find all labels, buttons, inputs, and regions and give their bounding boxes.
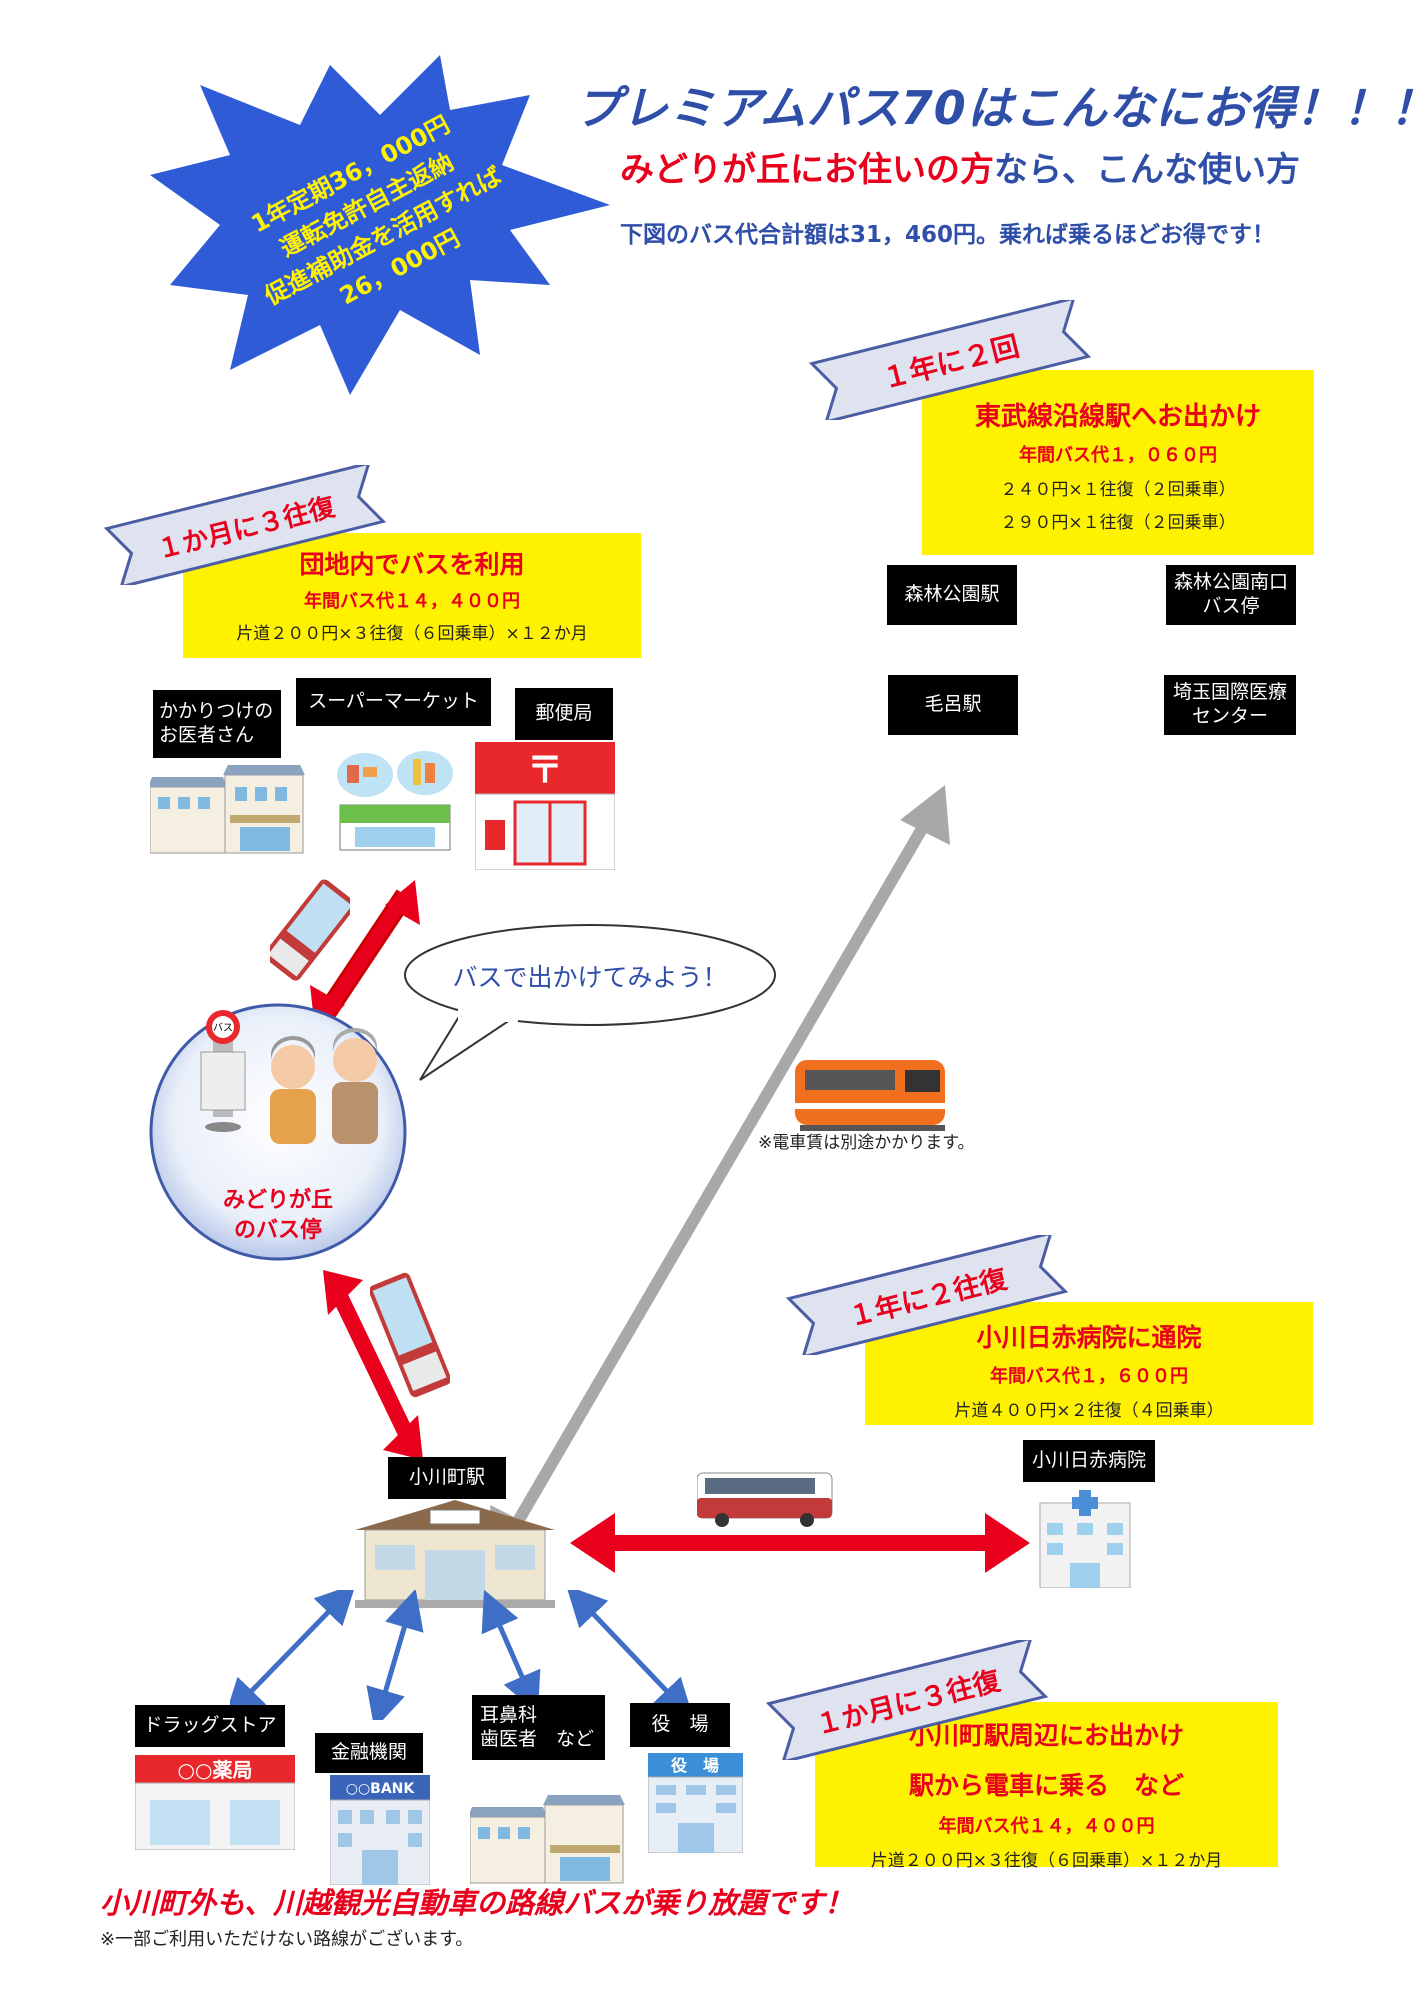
page-title: プレミアムパス70はこんなにお得！！！ [575, 81, 1415, 135]
speech-bubble: バスで出かけてみよう！ [404, 924, 776, 1081]
subtitle-highlight: みどりが丘にお住いの方 [620, 150, 994, 190]
town-office-building-icon: 役 場 [648, 1753, 743, 1853]
shinrin-south-label: 森林公園南口 バス停 [1166, 565, 1296, 625]
tobu-price: 年間バス代１，０６０円 [1019, 445, 1217, 466]
total-fare-text: 下図のバス代合計額は31，460円。乗れば乗るほどお得です！ [620, 222, 1276, 248]
bus-icon-lower [370, 1272, 450, 1398]
danchi-detail: 片道２００円×３往復（６回乗車）×１２か月 [236, 624, 588, 644]
speech-bubble-text: バスで出かけてみよう！ [452, 963, 727, 992]
subtitle-rest: なら、こんな使い方 [994, 150, 1300, 190]
red-arrow-horizontal [570, 1513, 1030, 1573]
gray-train-arrow [490, 785, 950, 1565]
supermarket-building-icon [337, 751, 453, 851]
station-area-detail: 片道２００円×３往復（６回乗車）×１２か月 [870, 1851, 1223, 1871]
supermarket-label: スーパーマーケット [296, 678, 491, 726]
tobu-info-box: 東武線沿線駅へお出かけ 年間バス代１，０６０円 ２４０円×１往復（２回乗車） ２… [922, 370, 1314, 555]
tobu-detail-1: ２４０円×１往復（２回乗車） [1000, 480, 1236, 500]
bus-icon-upper [270, 879, 350, 981]
footer-main-text: 小川町外も、川越観光自動車の路線バスが乗り放題です！ [100, 1886, 854, 1920]
station-area-ribbon: １か月に３往復 [765, 1640, 1049, 1760]
bank-building-icon: ○○BANK [330, 1775, 430, 1885]
saitama-center-label: 埼玉国際医療 センター [1164, 675, 1296, 735]
ogawa-hospital-label: 小川日赤病院 [1023, 1440, 1155, 1482]
station-area-info-box: 小川町駅周辺にお出かけ 駅から電車に乗る など 年間バス代１４，４００円 片道２… [815, 1702, 1278, 1871]
train-fare-note: ※電車賃は別途かかります。 [758, 1133, 975, 1153]
danchi-heading: 団地内でバスを利用 [299, 550, 525, 579]
town-office-label: 役 場 [630, 1703, 730, 1747]
station-area-heading: 小川町駅周辺にお出かけ [908, 1721, 1184, 1750]
red-arrow-lower [323, 1270, 423, 1460]
drugstore-label: ドラッグストア [135, 1705, 285, 1747]
footer-note: ※一部ご利用いただけない路線がございます。 [100, 1929, 474, 1950]
station-area-heading-2: 駅から電車に乗る など [908, 1771, 1184, 1800]
bank-sign-text: ○○BANK [346, 1781, 416, 1797]
hospital-building-icon [1039, 1490, 1131, 1588]
post-office-building-icon: 〒 [475, 742, 615, 870]
ogawa-station-label: 小川町駅 [388, 1457, 506, 1499]
station-area-price: 年間バス代１４，４００円 [938, 1816, 1155, 1837]
blue-arrows [230, 1590, 690, 1720]
ogawa-station-building-icon [355, 1500, 555, 1608]
hospital-ribbon: １年に２往復 [785, 1235, 1069, 1355]
tobu-heading: 東武線沿線駅へお出かけ [974, 402, 1261, 432]
tobu-detail-2: ２９０円×１往復（２回乗車） [1000, 513, 1236, 533]
busstop-label-2: のバス停 [234, 1217, 322, 1243]
postal-mark-icon: 〒 [527, 750, 563, 791]
bank-label: 金融機関 [315, 1733, 423, 1773]
busstop-sign-text: バス [213, 1022, 233, 1034]
hospital-price: 年間バス代１，６００円 [990, 1366, 1188, 1387]
danchi-ribbon: １か月に３往復 [103, 465, 387, 585]
ent-dentist-label: 耳鼻科 歯医者 など [472, 1695, 605, 1760]
busstop-circle: バス みどりが丘 のバス停 [149, 1003, 407, 1261]
starburst-shape [150, 55, 610, 395]
ent-clinic-building-icon [470, 1795, 625, 1884]
clinic-building-icon [150, 765, 305, 854]
hospital-heading: 小川日赤病院に通院 [976, 1323, 1202, 1352]
pharmacy-building-icon: ○○薬局 [135, 1755, 295, 1850]
moro-station-label: 毛呂駅 [888, 675, 1018, 735]
tobu-ribbon: １年に２回 [808, 300, 1092, 420]
busstop-label-1: みどりが丘 [223, 1187, 333, 1213]
danchi-price: 年間バス代１４，４００円 [304, 591, 520, 612]
hospital-detail: 片道４００円×２往復（４回乗車） [954, 1401, 1224, 1421]
post-office-label: 郵便局 [515, 688, 613, 740]
starburst-badge: 1年定期36，000円 運転免許自主返納 促進補助金を活用すれば 26，000円 [150, 55, 610, 395]
clinic-label: かかりつけの お医者さん [153, 690, 281, 758]
subtitle: みどりが丘にお住いの方なら、こんな使い方 [620, 142, 1300, 191]
pharmacy-sign-text: ○○薬局 [178, 1758, 253, 1782]
shinrin-station-label: 森林公園駅 [887, 565, 1017, 625]
bus-icon-side [697, 1472, 833, 1527]
town-office-sign-text: 役 場 [671, 1756, 719, 1775]
train-icon [795, 1060, 945, 1131]
